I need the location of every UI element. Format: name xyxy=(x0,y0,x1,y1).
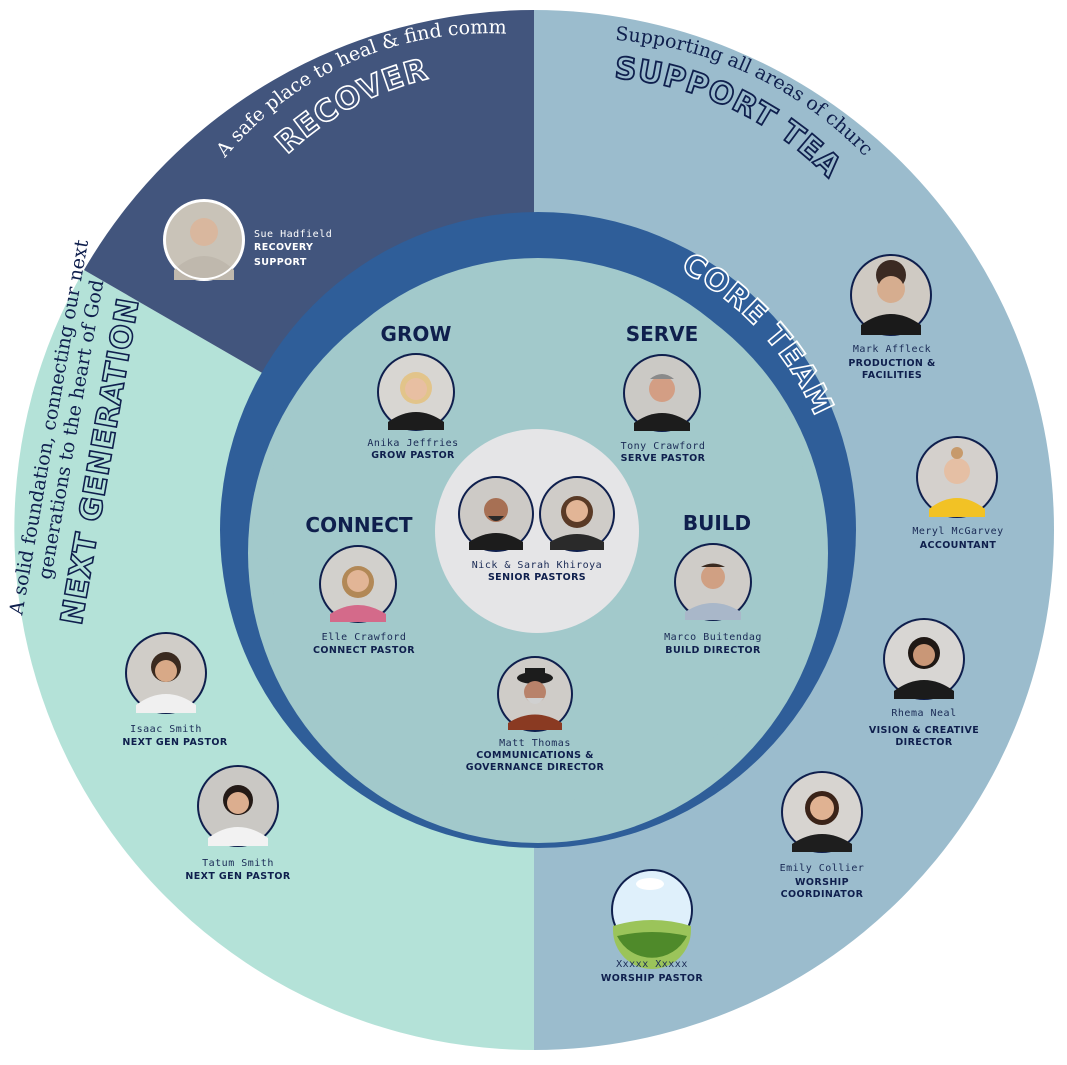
avatar-anika-jeffries xyxy=(377,353,455,431)
avatar-mark-affleck xyxy=(850,254,932,336)
anika-jeffries-name: Anika Jeffries xyxy=(367,438,458,449)
build-title: BUILD xyxy=(683,511,751,535)
avatar-placeholder-worship-pastor xyxy=(611,869,693,969)
tony-crawford-name: Tony Crawford xyxy=(621,441,706,452)
elle-crawford-name: Elle Crawford xyxy=(322,632,407,643)
emily-collier-name: Emily Collier xyxy=(780,863,865,874)
rhema-neal-role-line1: VISION & CREATIVE xyxy=(869,725,979,736)
rhema-neal-role-line2: DIRECTOR xyxy=(895,737,953,748)
avatar-emily-collier xyxy=(781,771,863,853)
emily-collier-role-line2: COORDINATOR xyxy=(781,889,864,900)
avatar-nick-khiroya xyxy=(458,476,534,552)
mark-affleck-role-line1: PRODUCTION & xyxy=(848,358,935,369)
sue-hadfield-role-line1: RECOVERY xyxy=(254,242,313,253)
tatum-smith-name: Tatum Smith xyxy=(202,858,274,869)
grow-title: GROW xyxy=(381,322,452,346)
tony-crawford-role: SERVE PASTOR xyxy=(621,453,706,464)
avatar-meryl-mcgarvey xyxy=(916,436,998,518)
avatar-elle-crawford xyxy=(319,545,397,623)
mark-affleck-role-line2: FACILITIES xyxy=(862,370,922,381)
marco-buitendag-name: Marco Buitendag xyxy=(664,632,762,643)
avatar-sarah-khiroya xyxy=(539,476,615,552)
worship-pastor-role: WORSHIP PASTOR xyxy=(601,973,704,984)
avatar-matt-thomas xyxy=(497,656,573,732)
mark-affleck-name: Mark Affleck xyxy=(853,344,931,355)
matt-thomas-role-line2: GOVERNANCE DIRECTOR xyxy=(466,762,605,773)
meryl-mcgarvey-name: Meryl McGarvey xyxy=(912,526,1003,537)
avatar-marco-buitendag xyxy=(674,543,752,621)
isaac-smith-name: Isaac Smith xyxy=(130,724,202,735)
senior-pastors-role: SENIOR PASTORS xyxy=(488,572,586,583)
elle-crawford-role: CONNECT PASTOR xyxy=(313,645,415,656)
anika-jeffries-role: GROW PASTOR xyxy=(371,450,455,461)
senior-pastors-name: Nick & Sarah Khiroya xyxy=(472,560,602,571)
matt-thomas-name: Matt Thomas xyxy=(499,738,571,749)
sue-hadfield-role-line2: SUPPORT xyxy=(254,257,307,268)
emily-collier-role-line1: WORSHIP xyxy=(795,877,849,888)
avatar-rhema-neal xyxy=(883,618,965,700)
connect-title: CONNECT xyxy=(305,513,412,537)
avatar-tatum-smith xyxy=(197,765,279,847)
worship-pastor-name: Xxxxx Xxxxx xyxy=(616,959,688,970)
avatar-isaac-smith xyxy=(125,632,207,714)
avatar-tony-crawford xyxy=(623,354,701,432)
marco-buitendag-role: BUILD DIRECTOR xyxy=(665,645,761,656)
avatar-sue-hadfield xyxy=(163,199,245,281)
sue-hadfield-name: Sue Hadfield xyxy=(254,229,332,240)
serve-title: SERVE xyxy=(626,322,699,346)
isaac-smith-role: NEXT GEN PASTOR xyxy=(122,737,228,748)
tatum-smith-role: NEXT GEN PASTOR xyxy=(185,871,291,882)
matt-thomas-role-line1: COMMUNICATIONS & xyxy=(476,750,594,761)
meryl-mcgarvey-role: ACCOUNTANT xyxy=(920,540,997,551)
rhema-neal-name: Rhema Neal xyxy=(891,708,956,719)
